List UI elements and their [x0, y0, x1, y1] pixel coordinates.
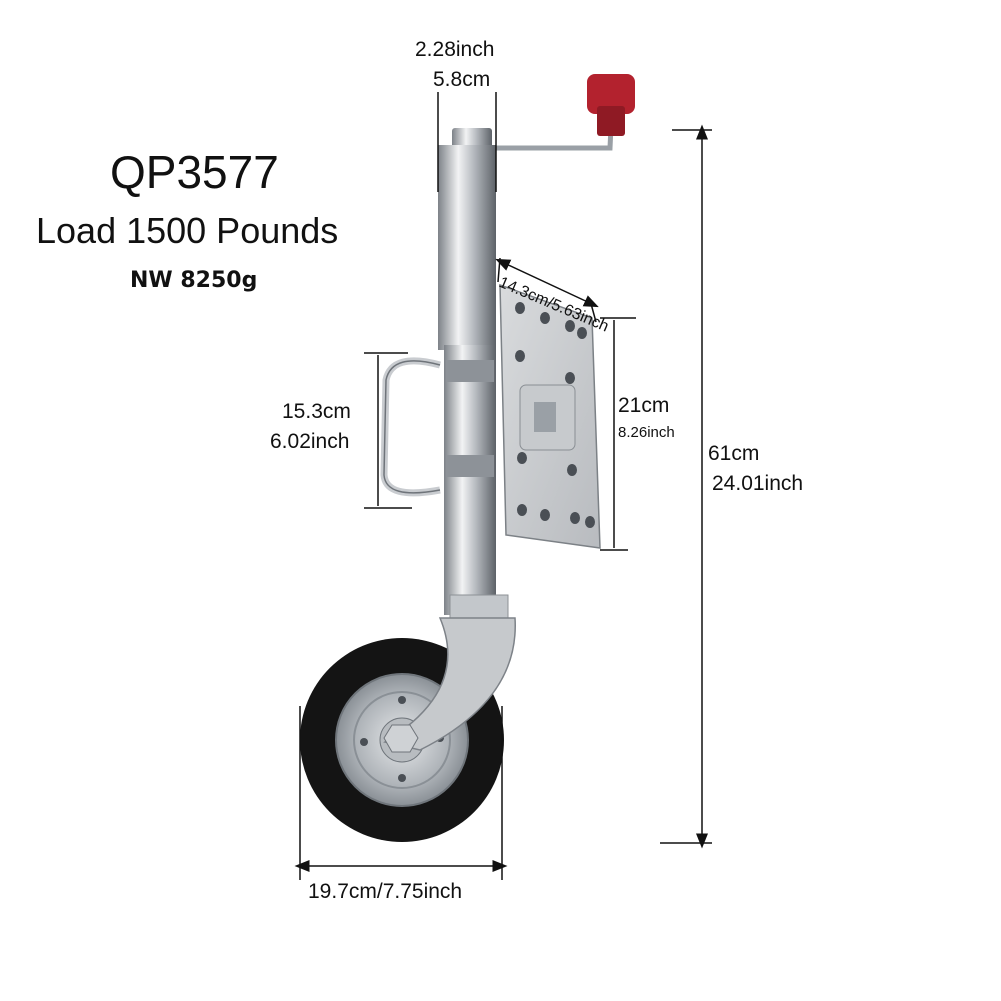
net-weight: NW 8250g — [130, 268, 258, 293]
wheel-fork — [383, 617, 516, 753]
dimension-lines — [294, 92, 712, 880]
total-height-inch-label: 24.01inch — [712, 472, 804, 495]
handle-span-inch-label: 6.02inch — [270, 430, 350, 453]
mounting-plate — [499, 283, 601, 549]
tube-width-inch-label: 2.28inch — [415, 38, 495, 61]
plate-height-cm-label: 21cm — [618, 394, 670, 417]
clamp-handle — [380, 357, 494, 497]
crank-handle — [475, 74, 635, 151]
tube-width-cm-label: 5.8cm — [433, 68, 491, 91]
wheel-diameter-label: 19.7cm/7.75inch — [308, 880, 463, 903]
handle-span-cm-label: 15.3cm — [282, 400, 351, 423]
model-number: QP3577 — [110, 146, 279, 198]
load-rating: Load 1500 Pounds — [36, 210, 339, 251]
total-height-cm-label: 61cm — [708, 442, 760, 465]
plate-height-inch-label: 8.26inch — [618, 424, 675, 441]
